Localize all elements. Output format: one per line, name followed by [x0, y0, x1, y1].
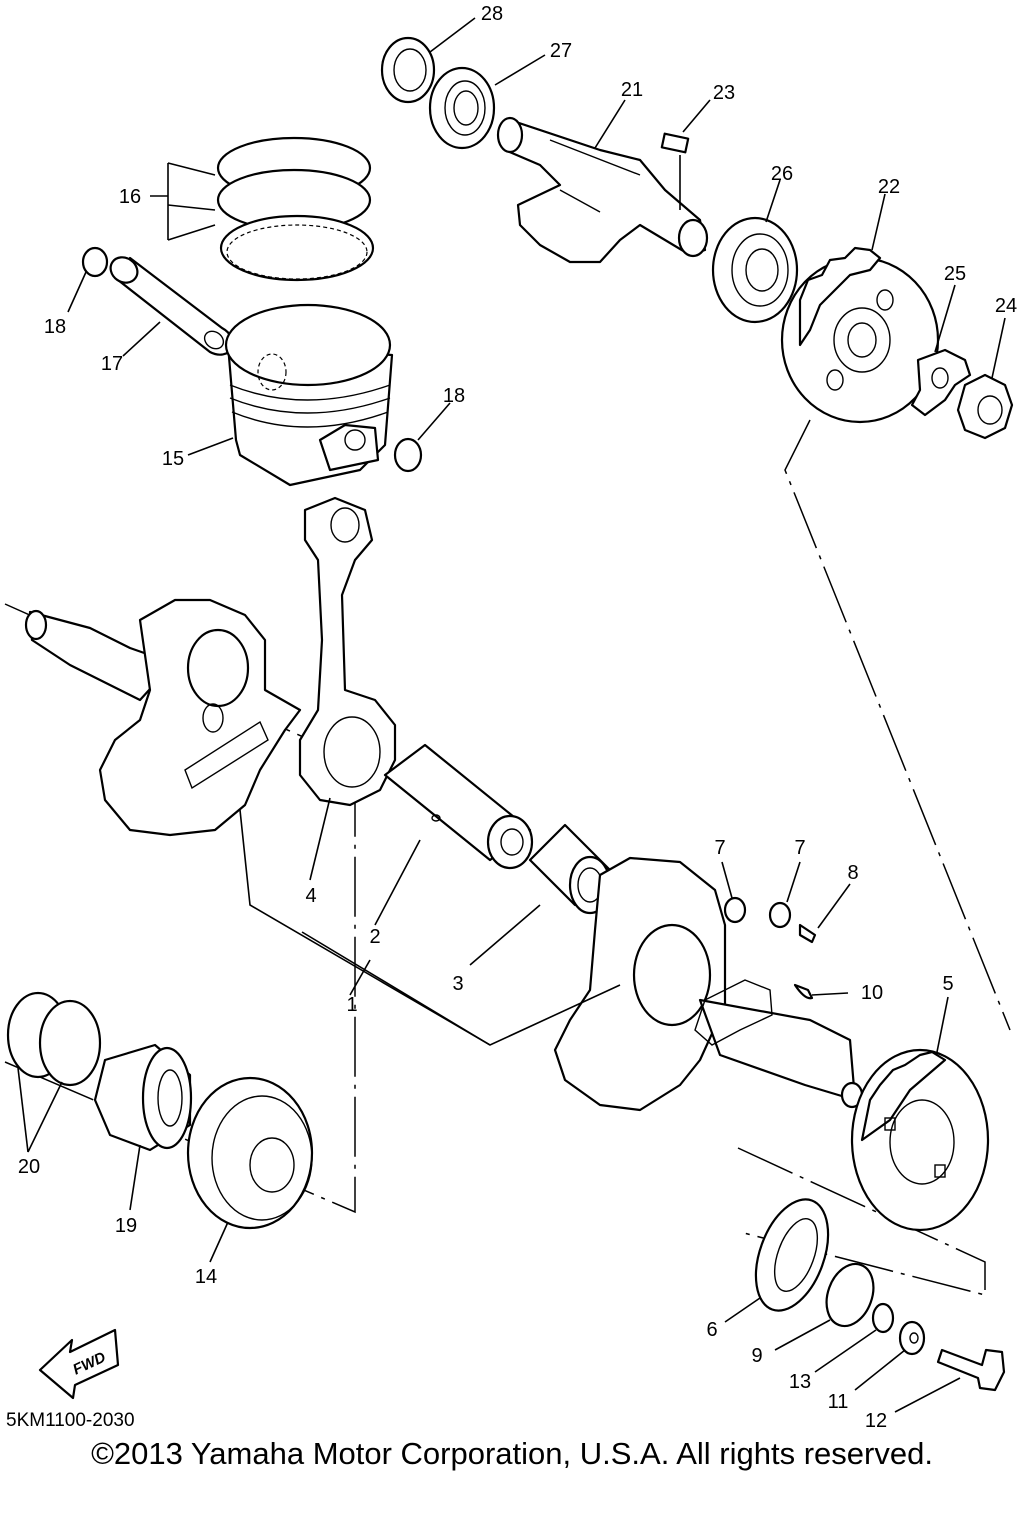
- piston-ring-set-16: [216, 136, 375, 282]
- plate-6: [754, 1198, 830, 1312]
- callout-15: 15: [162, 448, 184, 470]
- callout-9: 9: [751, 1345, 762, 1367]
- plunger-8: [798, 923, 817, 944]
- spring-7-b: [768, 901, 792, 929]
- copyright-notice: ©2013 Yamaha Motor Corporation, U.S.A. A…: [91, 1436, 933, 1471]
- balancer-weight-gear-22: [780, 246, 940, 424]
- washer-11: [898, 1320, 926, 1356]
- woodruff-key-10: [793, 983, 814, 1000]
- spring-7-a: [723, 896, 747, 924]
- callout-3: 3: [452, 973, 463, 995]
- bearing-27: [428, 66, 496, 150]
- callout-7-a: 7: [714, 837, 725, 859]
- callout-17: 17: [101, 353, 123, 375]
- callout-19: 19: [115, 1215, 137, 1237]
- oil-seal-28: [380, 36, 436, 104]
- circlip-9: [825, 1262, 875, 1328]
- callout-12: 12: [865, 1410, 887, 1432]
- balancer-gear-frame: [737, 1147, 986, 1296]
- callout-20: 20: [18, 1156, 40, 1178]
- piston-pin-17: [109, 256, 234, 356]
- callout-11: 11: [828, 1391, 849, 1413]
- circlip-18-a: [81, 246, 109, 278]
- callout-16: 16: [119, 186, 141, 208]
- callout-22: 22: [878, 176, 900, 198]
- crank-pin-2: [383, 743, 534, 870]
- drawing-code: 5KM1100-2030: [6, 1410, 135, 1431]
- balancer-frame: [784, 419, 1011, 1031]
- bolt-12: [936, 1348, 1006, 1392]
- shim-20-b: [38, 999, 102, 1087]
- callout-24: 24: [995, 295, 1017, 317]
- o-ring-13: [871, 1302, 895, 1334]
- nut-24: [956, 373, 1014, 440]
- lock-washer-25: [910, 348, 972, 417]
- connecting-rod-4: [298, 496, 397, 807]
- bearing-14: [186, 1076, 314, 1230]
- key-23: [660, 132, 690, 154]
- callout-10: 10: [861, 982, 883, 1004]
- callout-1: 1: [346, 994, 357, 1016]
- callout-18-b: 18: [443, 385, 465, 407]
- piston-15: [224, 303, 394, 487]
- circlip-18-b: [393, 437, 423, 473]
- crankshaft-left-half: [24, 598, 302, 837]
- balancer-shaft-21: [496, 116, 709, 264]
- callout-8: 8: [847, 862, 858, 884]
- forward-arrow-icon: FWD: [38, 1328, 120, 1400]
- callout-25: 25: [944, 263, 966, 285]
- callout-7-b: 7: [794, 837, 805, 859]
- callout-18-a: 18: [44, 316, 66, 338]
- bearing-26: [711, 216, 799, 324]
- callout-23: 23: [713, 82, 735, 104]
- callout-6: 6: [706, 1319, 717, 1341]
- callout-5: 5: [942, 973, 953, 995]
- callout-labels: 28 27 21 23 26 22 25 24 16 18 17 15 18 4…: [18, 3, 1017, 1432]
- leader-lines: [17, 17, 1006, 1413]
- callout-26: 26: [771, 163, 793, 185]
- callout-21: 21: [621, 79, 643, 101]
- callout-4: 4: [305, 885, 316, 907]
- callout-2: 2: [369, 926, 380, 948]
- callout-14: 14: [195, 1266, 217, 1288]
- crankshaft-right-half: [553, 856, 864, 1112]
- callout-27: 27: [550, 40, 572, 62]
- spacer-19: [93, 1043, 193, 1152]
- callout-28: 28: [481, 3, 503, 25]
- primary-drive-gear-5: [850, 1048, 990, 1232]
- callout-13: 13: [789, 1371, 811, 1393]
